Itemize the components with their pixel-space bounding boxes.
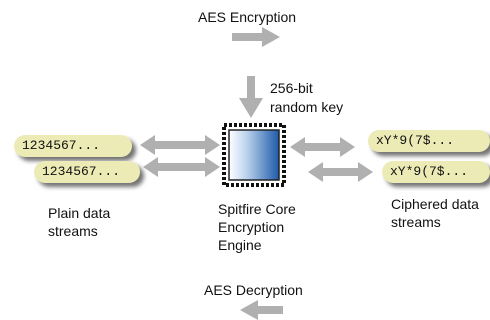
plain-stream-arrow-1 [140, 135, 220, 155]
ciphered-data-label-line-2: streams [391, 214, 441, 230]
encryption-engine-chip [222, 123, 286, 187]
cipher-stream-arrow-1 [290, 137, 355, 157]
cipher-stream-arrow-2 [308, 162, 373, 182]
aes-encryption-title: AES Encryption [198, 9, 297, 25]
key-label-line-2: random key [270, 99, 344, 115]
plain-data-stream-2: 1234567... [34, 161, 140, 183]
engine-label-line-1: Spitfire Core [218, 201, 296, 217]
plain-data-label-line-2: streams [48, 223, 98, 239]
decryption-direction-arrow [240, 300, 283, 320]
engine-label-line-3: Engine [218, 237, 262, 253]
key-label-line-1: 256-bit [270, 80, 313, 96]
key-input-arrow [239, 76, 263, 118]
plain-data-label-line-1: Plain data [48, 205, 111, 221]
engine-label-line-2: Encryption [218, 219, 285, 235]
aes-decryption-title: AES Decryption [204, 282, 303, 298]
encryption-direction-arrow [232, 27, 280, 47]
ciphered-data-stream-2: xY*9(7$... [382, 161, 490, 183]
plain-data-stream-1: 1234567... [14, 135, 132, 157]
plain-stream-arrow-2 [143, 157, 220, 177]
ciphered-data-stream-1: xY*9(7$... [368, 130, 490, 152]
ciphered-data-label-line-1: Ciphered data [391, 196, 479, 212]
